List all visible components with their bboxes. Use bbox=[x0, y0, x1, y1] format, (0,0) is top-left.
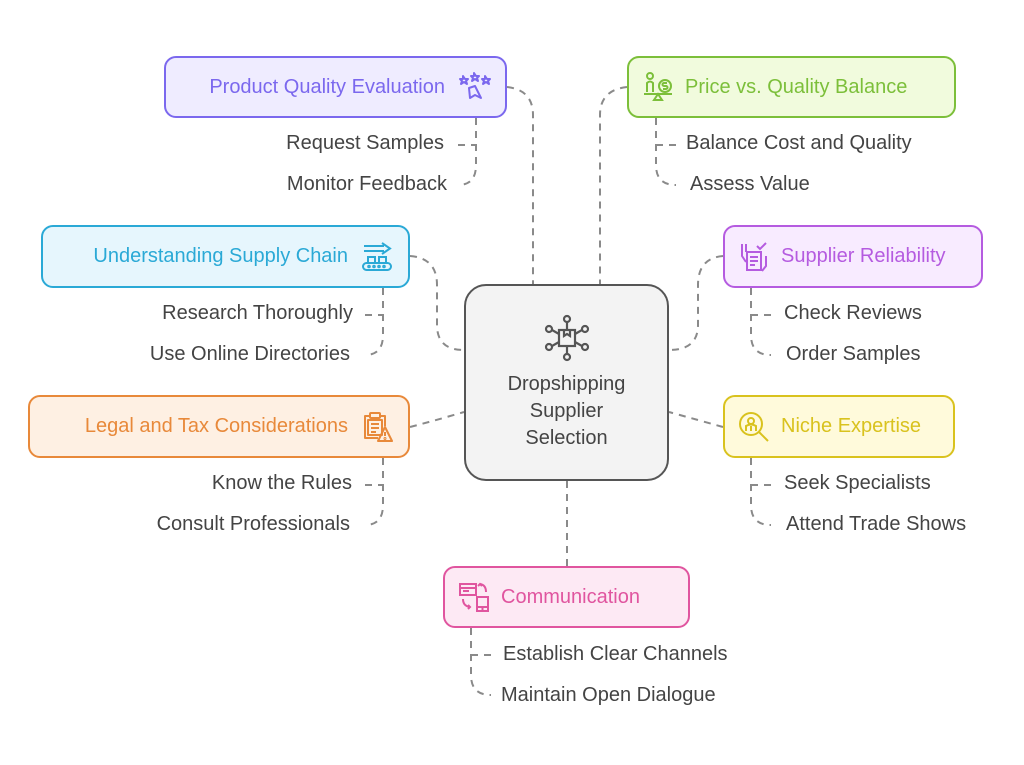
subtopic-item: Balance Cost and Quality bbox=[686, 132, 912, 154]
topic-niche-expertise[interactable]: Niche Expertise bbox=[723, 395, 955, 458]
subtopic-item: Consult Professionals bbox=[156, 513, 350, 535]
link-supply-chain bbox=[409, 255, 465, 351]
topic-communication[interactable]: Communication bbox=[443, 566, 690, 628]
subtopic-item: Use Online Directories bbox=[149, 343, 350, 365]
subtopic-item: Monitor Feedback bbox=[286, 173, 447, 195]
topic-label: Product Quality Evaluation bbox=[209, 75, 445, 98]
link-sub bbox=[470, 628, 492, 696]
link-sub bbox=[750, 288, 772, 356]
subtopic-item: Research Thoroughly bbox=[162, 302, 353, 324]
topic-label: Price vs. Quality Balance bbox=[685, 75, 908, 98]
link-legal-tax bbox=[409, 411, 465, 428]
subtopic-item: Establish Clear Channels bbox=[503, 643, 728, 665]
topic-label: Communication bbox=[501, 585, 640, 608]
devices-exchange-icon bbox=[459, 582, 489, 612]
link-sub bbox=[655, 118, 677, 186]
link-supplier-reliability bbox=[668, 255, 724, 351]
link-sub bbox=[750, 458, 772, 526]
topic-price-quality[interactable]: Price vs. Quality Balance bbox=[627, 56, 956, 118]
topic-supplier-reliability[interactable]: Supplier Reliability bbox=[723, 225, 983, 288]
subtopic-item: Seek Specialists bbox=[784, 472, 931, 494]
person-coin-scale-icon bbox=[644, 72, 672, 101]
subtopic-item: Attend Trade Shows bbox=[786, 513, 967, 535]
topic-label: Supplier Reliability bbox=[781, 245, 946, 267]
magnifier-specialist-icon bbox=[739, 411, 769, 442]
topic-product-quality[interactable]: Product Quality Evaluation bbox=[164, 56, 507, 118]
topic-legal-tax[interactable]: Legal and Tax Considerations bbox=[28, 395, 410, 458]
topic-label: Legal and Tax Considerations bbox=[84, 415, 348, 437]
link-sub bbox=[364, 288, 384, 356]
subtopic-item: Know the Rules bbox=[211, 472, 352, 494]
link-niche-expertise bbox=[668, 411, 724, 428]
link-product-quality bbox=[506, 86, 534, 284]
link-sub bbox=[364, 458, 384, 526]
clipboard-check-hands-icon bbox=[741, 241, 767, 272]
central-topic-title: Dropshipping Supplier Selection bbox=[507, 373, 626, 449]
topic-label: Niche Expertise bbox=[781, 415, 922, 437]
topic-supply-chain[interactable]: Understanding Supply Chain bbox=[41, 225, 410, 288]
package-network-icon bbox=[544, 314, 589, 362]
link-sub bbox=[457, 118, 477, 186]
subtopic-item: Check Reviews bbox=[784, 302, 922, 324]
central-topic[interactable]: Dropshipping Supplier Selection bbox=[464, 284, 669, 481]
link-price-quality bbox=[599, 86, 628, 284]
conveyor-belt-icon bbox=[362, 241, 392, 271]
subtopic-item: Assess Value bbox=[690, 173, 810, 195]
topic-label: Understanding Supply Chain bbox=[93, 245, 348, 267]
clipboard-warning-icon bbox=[364, 411, 393, 442]
stars-flag-icon bbox=[459, 72, 491, 99]
subtopic-item: Order Samples bbox=[786, 343, 921, 365]
subtopic-item: Request Samples bbox=[286, 132, 444, 154]
subtopic-item: Maintain Open Dialogue bbox=[501, 684, 716, 706]
